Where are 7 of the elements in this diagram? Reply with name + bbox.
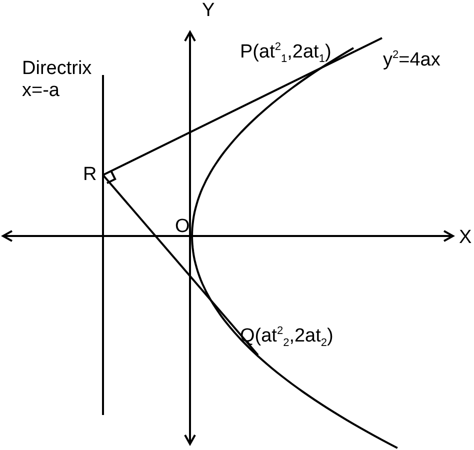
directrix-label: Directrix x=-a bbox=[22, 58, 93, 102]
equation-label: y$^{2}$=4ax bbox=[383, 48, 440, 72]
axis-label: Y bbox=[202, 0, 215, 22]
point-label: P(at$^{2}$$_{1}$,2at$_{1}$) bbox=[240, 40, 332, 68]
axis-label: X bbox=[459, 227, 472, 249]
point-label: R bbox=[83, 164, 97, 186]
point-label: O bbox=[175, 216, 190, 238]
